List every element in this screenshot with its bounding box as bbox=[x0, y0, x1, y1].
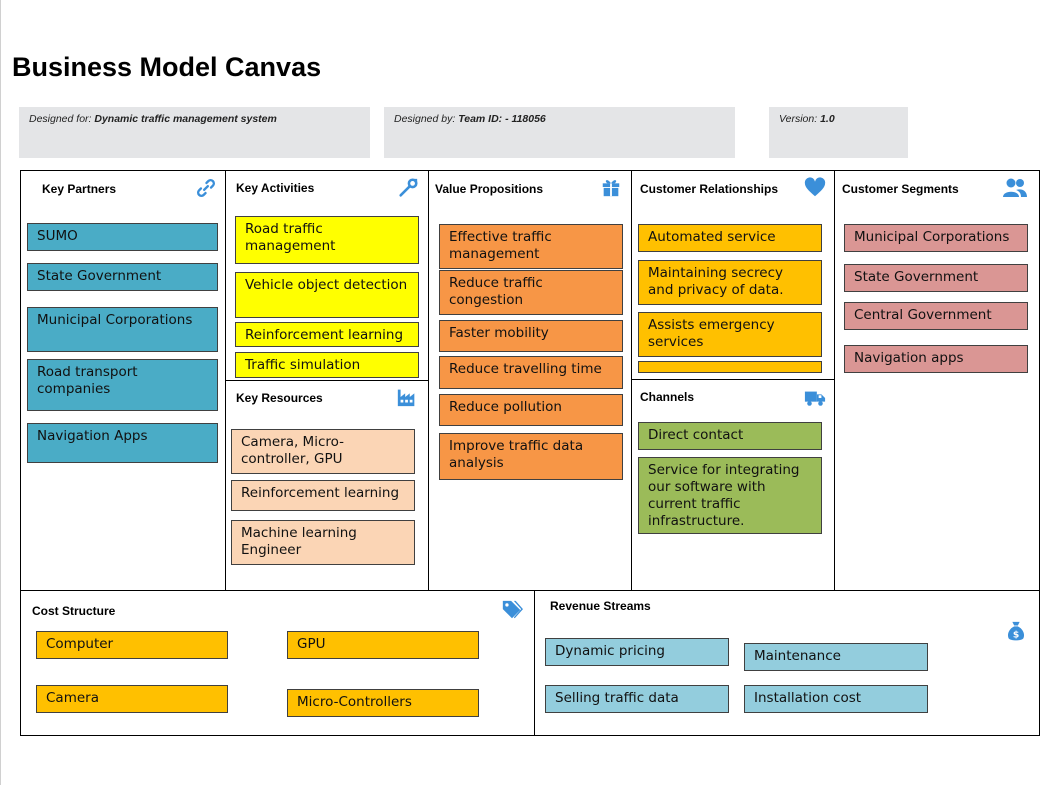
designed-by-label: Designed by: bbox=[394, 113, 456, 125]
designed-by-value: Team ID: - 118056 bbox=[458, 113, 546, 125]
revenue-note[interactable]: Maintenance bbox=[744, 643, 928, 671]
users-icon bbox=[1002, 177, 1028, 199]
grid-middle bbox=[20, 590, 1040, 591]
channel-note[interactable]: Direct contact bbox=[638, 422, 822, 450]
grid-top bbox=[20, 170, 1040, 171]
customer-segment-note[interactable]: Municipal Corporations bbox=[844, 224, 1028, 252]
version-value: 1.0 bbox=[820, 113, 835, 125]
key-partners-title: Key Partners bbox=[42, 182, 117, 196]
link-icon bbox=[195, 177, 217, 199]
customer-relationship-note[interactable]: Maintaining secrecy and privacy of data. bbox=[638, 260, 822, 305]
cost-note[interactable]: GPU bbox=[287, 631, 479, 659]
version-box[interactable]: Version: 1.0 bbox=[769, 107, 908, 158]
key-partner-note[interactable]: Navigation Apps bbox=[27, 423, 218, 463]
channel-note[interactable]: Service for integrating our software wit… bbox=[638, 457, 822, 534]
money-bag-icon: $ bbox=[1005, 620, 1027, 642]
truck-icon bbox=[804, 387, 826, 409]
wrench-icon bbox=[397, 177, 419, 199]
grid-left bbox=[20, 170, 21, 736]
version-label: Version: bbox=[779, 113, 818, 125]
gift-icon bbox=[600, 176, 622, 198]
revenue-streams-title: Revenue Streams bbox=[550, 599, 651, 613]
customer-relationship-note[interactable]: Automated service bbox=[638, 224, 822, 252]
heart-icon bbox=[804, 177, 826, 199]
grid-right bbox=[1039, 170, 1040, 736]
grid-bottom bbox=[20, 735, 1040, 736]
cost-note[interactable]: Camera bbox=[36, 685, 228, 713]
value-proposition-note[interactable]: Faster mobility bbox=[439, 320, 623, 352]
value-proposition-note[interactable]: Reduce traffic congestion bbox=[439, 270, 623, 315]
cost-note[interactable]: Micro-Controllers bbox=[287, 689, 479, 717]
grid-v4 bbox=[834, 170, 835, 591]
key-partner-note[interactable]: Road transport companies bbox=[27, 359, 218, 411]
grid-bottom-split bbox=[534, 590, 535, 736]
designed-for-box[interactable]: Designed for: Dynamic traffic management… bbox=[19, 107, 370, 158]
factory-icon bbox=[396, 386, 418, 408]
designed-by-box[interactable]: Designed by: Team ID: - 118056 bbox=[384, 107, 735, 158]
key-resources-title: Key Resources bbox=[236, 391, 323, 405]
value-proposition-note[interactable]: Effective traffic management bbox=[439, 224, 623, 269]
customer-relationship-note[interactable]: Assists emergency services bbox=[638, 312, 822, 357]
value-proposition-note[interactable]: Reduce pollution bbox=[439, 394, 623, 426]
key-activity-note[interactable]: Reinforcement learning bbox=[235, 322, 419, 347]
key-activity-note[interactable]: Road traffic management bbox=[235, 216, 419, 264]
customer-relationship-note[interactable] bbox=[638, 361, 822, 373]
value-proposition-note[interactable]: Improve traffic data analysis bbox=[439, 433, 623, 480]
customer-segment-note[interactable]: Navigation apps bbox=[844, 345, 1028, 373]
customer-segment-note[interactable]: Central Government bbox=[844, 302, 1028, 330]
cost-structure-title: Cost Structure bbox=[32, 604, 116, 618]
svg-text:$: $ bbox=[1013, 629, 1019, 640]
cost-note[interactable]: Computer bbox=[36, 631, 228, 659]
revenue-note[interactable]: Selling traffic data bbox=[545, 685, 729, 713]
revenue-note[interactable]: Installation cost bbox=[744, 685, 928, 713]
value-propositions-title: Value Propositions bbox=[435, 182, 544, 196]
page-left-rule bbox=[0, 0, 1, 785]
grid-relationships-split bbox=[631, 379, 835, 380]
grid-v3 bbox=[631, 170, 632, 591]
key-resource-note[interactable]: Reinforcement learning bbox=[231, 480, 415, 511]
key-resource-note[interactable]: Machine learning Engineer bbox=[231, 520, 415, 565]
grid-activities-split bbox=[225, 380, 429, 381]
key-partner-note[interactable]: State Government bbox=[27, 263, 218, 291]
channels-title: Channels bbox=[640, 390, 695, 404]
customer-relationships-title: Customer Relationships bbox=[640, 182, 779, 196]
key-activity-note[interactable]: Vehicle object detection bbox=[235, 272, 419, 318]
key-resource-note[interactable]: Camera, Micro-controller, GPU bbox=[231, 429, 415, 474]
customer-segments-title: Customer Segments bbox=[842, 182, 959, 196]
page-title: Business Model Canvas bbox=[12, 52, 322, 82]
designed-for-label: Designed for: bbox=[29, 113, 92, 125]
key-activities-title: Key Activities bbox=[236, 181, 315, 195]
tags-icon bbox=[501, 599, 523, 621]
designed-for-value: Dynamic traffic management system bbox=[94, 113, 277, 125]
value-proposition-note[interactable]: Reduce travelling time bbox=[439, 356, 623, 389]
customer-segment-note[interactable]: State Government bbox=[844, 264, 1028, 292]
key-partner-note[interactable]: SUMO bbox=[27, 223, 218, 251]
key-activity-note[interactable]: Traffic simulation bbox=[235, 352, 419, 378]
key-partner-note[interactable]: Municipal Corporations bbox=[27, 307, 218, 352]
revenue-note[interactable]: Dynamic pricing bbox=[545, 638, 729, 666]
